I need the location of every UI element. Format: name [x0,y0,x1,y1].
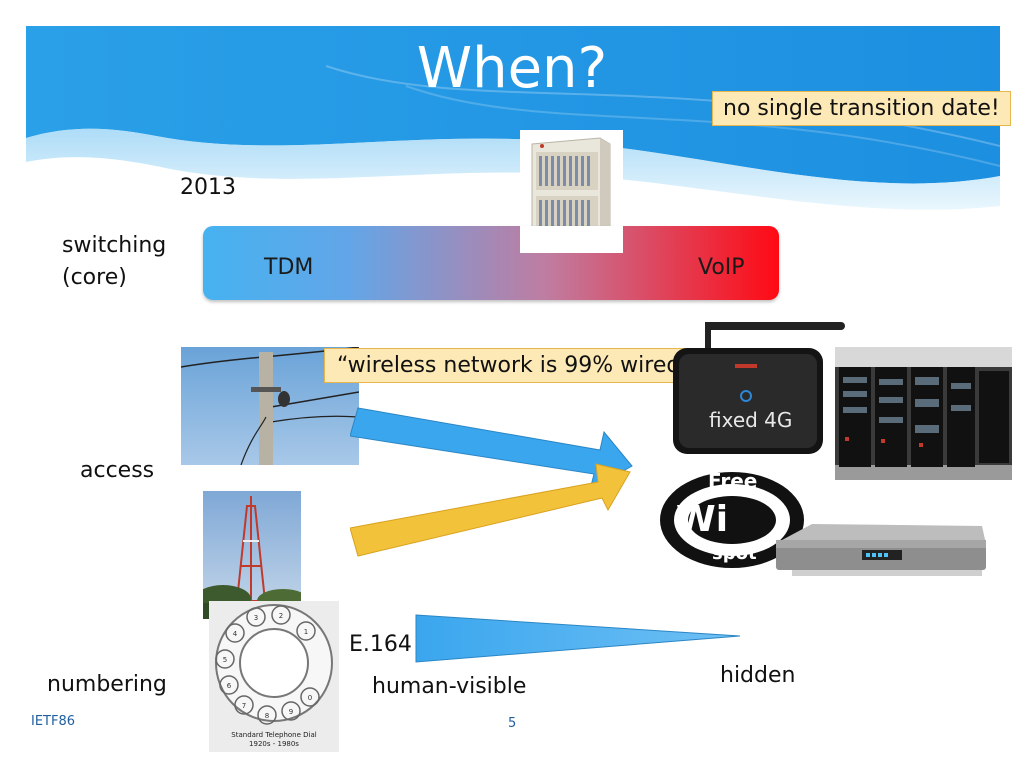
wireless-quote-callout: “wireless network is 99% wired” [324,348,705,383]
switch-rack-image-overlap [520,226,623,253]
core-label: (core) [62,265,127,290]
slide-title: When? [416,36,608,101]
switching-label: switching [62,233,167,258]
dial-caption-line1: Standard Telephone Dial [231,731,317,739]
access-label: access [80,458,155,483]
svg-text:2: 2 [279,612,283,620]
tdm-voip-transition-bar [203,226,779,300]
server-racks-image [835,347,1012,480]
svg-text:9: 9 [289,708,293,716]
fixed-4g-label: fixed 4G [709,408,793,432]
wifi-word-text: Wi [676,499,729,540]
numbering-label: numbering [47,672,167,697]
access-arrows [350,407,633,557]
hidden-label: hidden [720,663,796,688]
svg-text:1: 1 [304,628,308,636]
svg-text:0: 0 [308,694,312,702]
human-visible-label: human-visible [372,674,527,699]
svg-text:4: 4 [233,630,238,638]
free-wifi-spot-logo: Free Wi spot [660,465,805,570]
wifi-spot-text: spot [712,543,757,564]
numbering-wedge [415,614,741,663]
set-top-box-image [772,520,988,580]
page-number: 5 [508,716,517,731]
voip-label: VoIP [698,255,745,280]
cell-tower-image [203,491,301,619]
svg-text:6: 6 [227,682,232,690]
transition-date-callout: no single transition date! [712,91,1011,126]
e164-label: E.164 [349,632,412,657]
header-banner [26,26,1000,210]
svg-text:8: 8 [265,712,269,720]
svg-text:5: 5 [223,656,227,664]
tdm-label: TDM [264,255,314,280]
fixed-4g-router-image: fixed 4G [673,320,849,455]
footer-left: IETF86 [31,714,76,729]
year-label: 2013 [180,175,236,200]
dial-caption-line2: 1920s - 1980s [249,740,299,748]
rotary-dial-image: 1 2 3 4 5 6 7 8 9 0 Standard Telephone Dial 19… [209,601,339,752]
wifi-free-text: Free [708,469,758,493]
svg-text:3: 3 [254,614,258,622]
svg-text:7: 7 [242,702,246,710]
